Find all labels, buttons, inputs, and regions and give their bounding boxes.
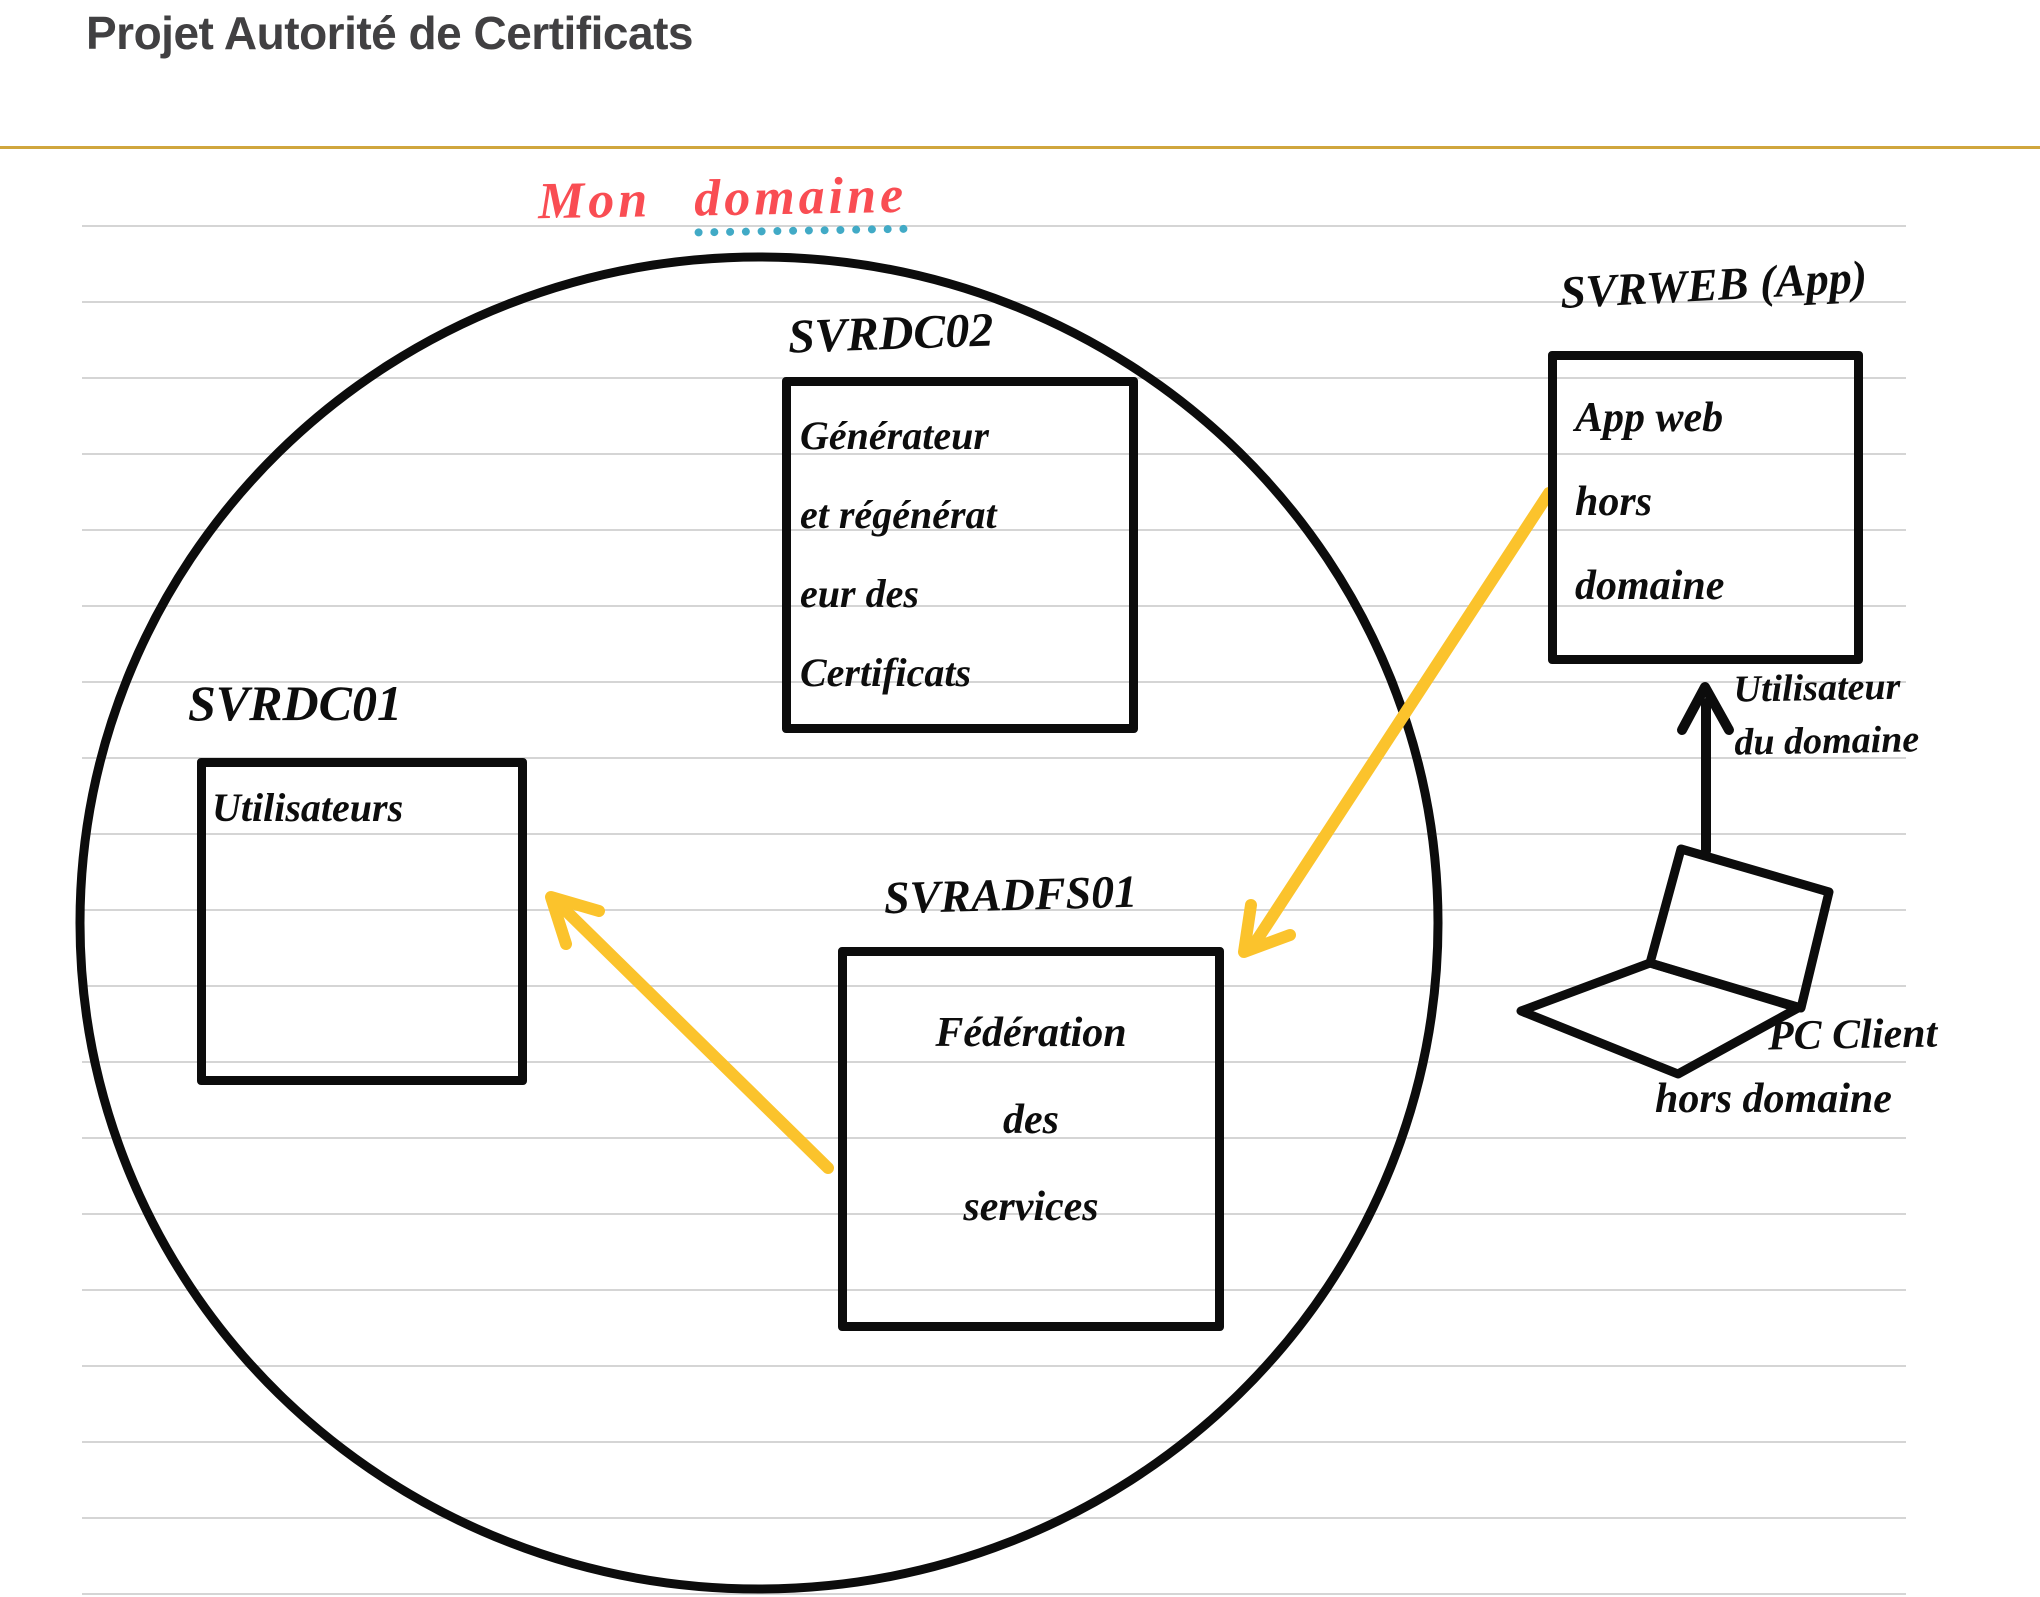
arrow-pc-to-web: [1677, 682, 1734, 856]
node-text-line: et régénérat: [800, 492, 997, 537]
note-line: Utilisateur: [1733, 665, 1901, 711]
node-text-line: Utilisateurs: [212, 785, 404, 830]
node-box-svrweb: [1548, 351, 1863, 664]
ruled-paper-lines: [82, 151, 1906, 1597]
note-pc-client-line1: PC Client: [1767, 1010, 1938, 1060]
note-pc-client-line2: hors domaine: [1655, 1076, 1892, 1122]
node-box-svrdc01: [197, 758, 527, 1085]
node-text-svradfs01: Fédération des services: [846, 990, 1216, 1251]
node-text-line: eur des: [800, 571, 919, 616]
laptop-screen: [1645, 844, 1834, 1013]
domain-title: Mon domaine: [537, 166, 908, 237]
page-title: Projet Autorité de Certificats: [86, 7, 693, 59]
domain-title-word1: Mon: [537, 171, 652, 231]
node-text-svrweb: App web hors domaine: [1575, 376, 1724, 628]
node-text-line: Générateur: [800, 413, 989, 458]
gold-divider: [0, 146, 2040, 149]
node-text-line: App web: [1575, 395, 1724, 441]
laptop-icon: [1516, 844, 1834, 1079]
node-text-line: hors: [1575, 479, 1653, 525]
node-label-svrdc01: SVRDC01: [188, 675, 402, 731]
node-text-line: Certificats: [800, 650, 972, 695]
node-text-line: domaine: [1575, 563, 1725, 609]
note-line: du domaine: [1734, 718, 1920, 764]
node-box-svrdc02: [782, 377, 1138, 733]
node-text-line: des: [1003, 1097, 1059, 1143]
node-label-svrdc02: SVRDC02: [787, 303, 995, 364]
node-box-svradfs01: [838, 947, 1224, 1331]
note-domain-user: Utilisateur du domaine: [1733, 660, 1920, 769]
node-text-line: Fédération: [935, 1010, 1127, 1056]
laptop-base: [1516, 958, 1803, 1079]
arrow-adfs-to-dc01: [545, 891, 834, 1174]
domain-title-word2-underlined: domaine: [693, 166, 908, 237]
node-label-svradfs01: SVRADFS01: [883, 865, 1138, 924]
node-text-line: services: [963, 1184, 1099, 1230]
domain-circle: [75, 252, 1443, 1594]
node-text-svrdc02: Générateur et régénérat eur des Certific…: [800, 396, 997, 712]
node-text-svrdc01: Utilisateurs: [212, 786, 403, 830]
arrow-web-to-adfs: [1238, 487, 1555, 958]
